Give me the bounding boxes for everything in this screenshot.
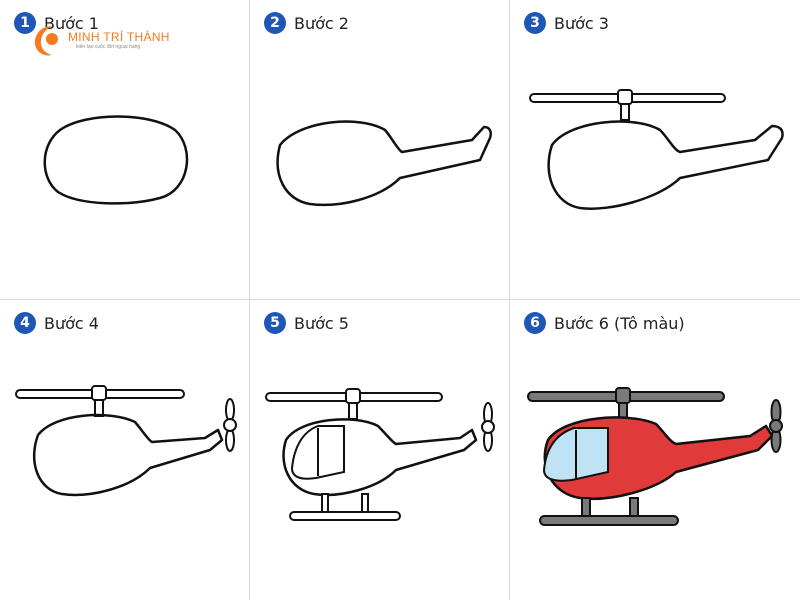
body-with-tail-outline — [32, 413, 224, 497]
windshield-outline — [290, 425, 345, 480]
tail-rotor-hub — [769, 419, 783, 433]
step-title-5: Bước 5 — [294, 313, 349, 333]
step-panel-5: 5 Bước 5 — [250, 300, 510, 600]
step-title-6: Bước 6 (Tô màu) — [554, 313, 685, 333]
cabin-outline — [43, 115, 189, 205]
body-with-tail-outline — [282, 418, 478, 497]
tail-rotor-blade-bottom — [225, 428, 235, 452]
step-header-4: 4 Bước 4 — [14, 312, 99, 334]
step-header-2: 2 Bước 2 — [264, 12, 349, 34]
brand-logo-text: MINH TRÍ THÀNH kiến tạo cuộc đời ngoại h… — [68, 31, 170, 50]
step-badge-1: 1 — [14, 12, 36, 34]
brand-tagline: kiến tạo cuộc đời ngoại hạng — [76, 43, 141, 50]
rotor-hub — [91, 385, 107, 401]
step-4-drawing — [15, 385, 237, 497]
tail-rotor-hub — [481, 420, 495, 434]
landing-skid — [289, 511, 401, 521]
step-title-4: Bước 4 — [44, 313, 99, 333]
step-1-drawing — [43, 115, 189, 205]
step-6-drawing — [527, 387, 783, 526]
step-badge-3: 3 — [524, 12, 546, 34]
step-panel-3: 3 Bước 3 — [510, 0, 800, 300]
step-panel-2: 2 Bước 2 — [250, 0, 510, 300]
step-badge-6: 6 — [524, 312, 546, 334]
step-badge-2: 2 — [264, 12, 286, 34]
rotor-mast — [620, 103, 630, 121]
step-header-6: 6 Bước 6 (Tô màu) — [524, 312, 685, 334]
brand-logo: MINH TRÍ THÀNH kiến tạo cuộc đời ngoại h… — [30, 22, 170, 58]
body-with-tail-outline — [276, 120, 492, 207]
body-with-tail-outline — [547, 120, 784, 210]
tail-rotor-hub — [223, 418, 237, 432]
step-title-1: Bước 1 — [44, 13, 99, 33]
step-panel-6: 6 Bước 6 (Tô màu) — [510, 300, 800, 600]
rotor-hub — [345, 388, 361, 404]
rotor-mast — [94, 399, 104, 417]
landing-skid — [539, 515, 679, 526]
step-2-drawing — [276, 120, 492, 207]
step-5-drawing — [265, 388, 495, 521]
step-badge-4: 4 — [14, 312, 36, 334]
step-header-3: 3 Bước 3 — [524, 12, 609, 34]
tail-rotor-blade-top — [225, 398, 235, 422]
rotor-hub — [615, 387, 631, 404]
brand-name: MINH TRÍ THÀNH — [68, 29, 170, 44]
step-header-1: 1 Bước 1 — [14, 12, 99, 34]
step-title-3: Bước 3 — [554, 13, 609, 33]
step-3-drawing — [529, 89, 784, 210]
step-panel-1: 1 Bước 1 — [0, 0, 250, 300]
step-title-2: Bước 2 — [294, 13, 349, 33]
rotor-hub — [617, 89, 633, 105]
step-panel-4: 4 Bước 4 — [0, 300, 250, 600]
step-badge-5: 5 — [264, 312, 286, 334]
step-header-5: 5 Bước 5 — [264, 312, 349, 334]
rotor-mast — [348, 402, 358, 420]
brand-logo-mark-icon — [34, 26, 58, 56]
